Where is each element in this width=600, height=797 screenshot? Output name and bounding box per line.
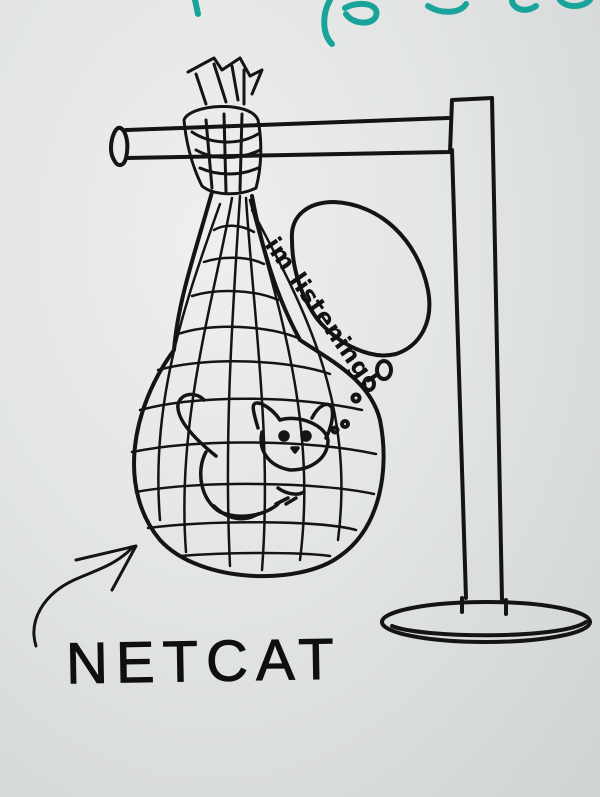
hanging-stand bbox=[109, 96, 592, 644]
net-mesh bbox=[130, 194, 378, 572]
net-knot bbox=[182, 56, 264, 196]
caption-netcat: NETCAT bbox=[65, 626, 343, 697]
speech-bubble bbox=[289, 200, 432, 435]
cat bbox=[176, 392, 335, 521]
teal-marker-scribbles bbox=[192, 0, 593, 47]
arrow bbox=[32, 544, 138, 648]
